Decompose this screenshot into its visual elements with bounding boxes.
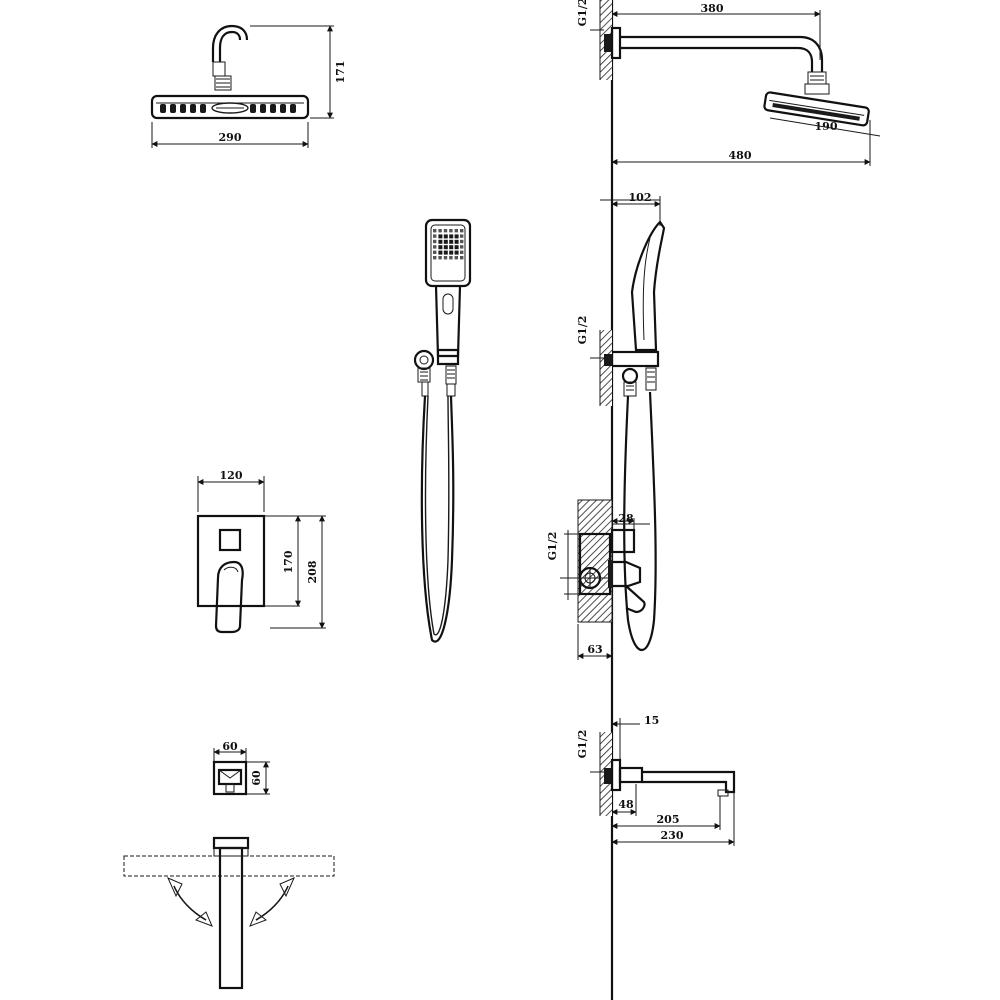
shower-arm-side-view: G1/2 380 190 480	[576, 0, 881, 166]
dim-spout-base: 48	[618, 798, 634, 811]
dim-arm-length: 380	[701, 2, 724, 15]
nozzle-dot	[449, 229, 453, 233]
nozzle-dot	[438, 229, 442, 233]
dim-spout-total: 230	[661, 829, 684, 842]
nozzle-dot	[449, 250, 454, 255]
dim-plate-outer-height: 208	[306, 560, 319, 583]
nozzle-dot	[443, 245, 448, 250]
dim-spout-plate-height: 60	[250, 770, 263, 786]
nozzle-dot	[454, 256, 458, 260]
nozzle-dot	[460, 250, 464, 254]
nozzle-dot	[438, 234, 443, 239]
nozzle-dot	[460, 245, 464, 249]
nozzle-dot	[438, 250, 443, 255]
mixer-plate-front-view: 120 170 208	[196, 469, 326, 634]
thread-label-valve: G1/2	[546, 532, 559, 561]
nozzle-dot	[449, 239, 454, 244]
nozzle-dot	[460, 234, 464, 238]
hand-shower-nozzles	[433, 229, 464, 260]
nozzle-dot	[433, 234, 437, 238]
nozzle-dot	[433, 250, 437, 254]
overhead-shower-front-view: 290 171	[150, 24, 347, 148]
thread-label-bottom: G1/2	[576, 730, 589, 759]
rotation-arrow-right-icon	[249, 877, 295, 927]
dim-spout-reach: 205	[657, 813, 680, 826]
valve-side-view: G1/2 28 63	[546, 499, 650, 660]
nozzle-dot	[433, 256, 437, 260]
dim-diverter-wall-depth: 28	[618, 512, 634, 525]
nozzle-dot	[454, 250, 459, 255]
nozzle-dot	[454, 234, 459, 239]
hand-shower-front-view	[413, 218, 472, 643]
overhead-nozzle-grid	[160, 102, 296, 114]
nozzle-dot	[454, 239, 459, 244]
dim-arm-projection: 480	[729, 149, 752, 162]
nozzle-dot	[443, 234, 448, 239]
nozzle-dot	[454, 229, 458, 233]
nozzle-dot	[443, 239, 448, 244]
dim-arm-head-diameter: 190	[815, 120, 838, 133]
spout-rotation-view	[123, 836, 335, 990]
dim-handheld-depth: 102	[629, 191, 652, 204]
rotation-arrow-left-icon	[167, 877, 213, 927]
nozzle-dot	[449, 256, 453, 260]
spout-plate-front-view: 60 60	[212, 740, 270, 796]
spout-side-view: G1/2 15 48 205 230	[576, 714, 736, 846]
nozzle-dot	[443, 250, 448, 255]
nozzle-dot	[438, 245, 443, 250]
nozzle-dot	[460, 256, 464, 260]
thread-label-top: G1/2	[576, 0, 589, 26]
hand-shower-side-view: 102 G1/2	[576, 191, 666, 652]
nozzle-dot	[460, 229, 464, 233]
nozzle-dot	[443, 229, 448, 233]
dim-overhead-width: 290	[219, 131, 242, 144]
nozzle-dot	[454, 245, 459, 250]
nozzle-dot	[438, 256, 442, 260]
nozzle-dot	[449, 234, 454, 239]
nozzle-dot	[443, 256, 448, 260]
dim-spout-plate-width: 60	[222, 740, 238, 753]
dim-plate-inner-height: 170	[282, 550, 295, 573]
dim-overhead-height: 171	[334, 61, 347, 84]
dim-spout-wall-gap: 15	[644, 714, 659, 727]
nozzle-dot	[433, 239, 437, 244]
nozzle-dot	[449, 245, 454, 250]
nozzle-dot	[438, 239, 443, 244]
dim-plate-width: 120	[220, 469, 243, 482]
nozzle-dot	[433, 245, 437, 249]
nozzle-dot	[433, 229, 437, 233]
nozzle-dot	[460, 239, 464, 244]
dim-diverter-projection: 63	[587, 643, 602, 656]
thread-label-middle: G1/2	[576, 316, 589, 345]
